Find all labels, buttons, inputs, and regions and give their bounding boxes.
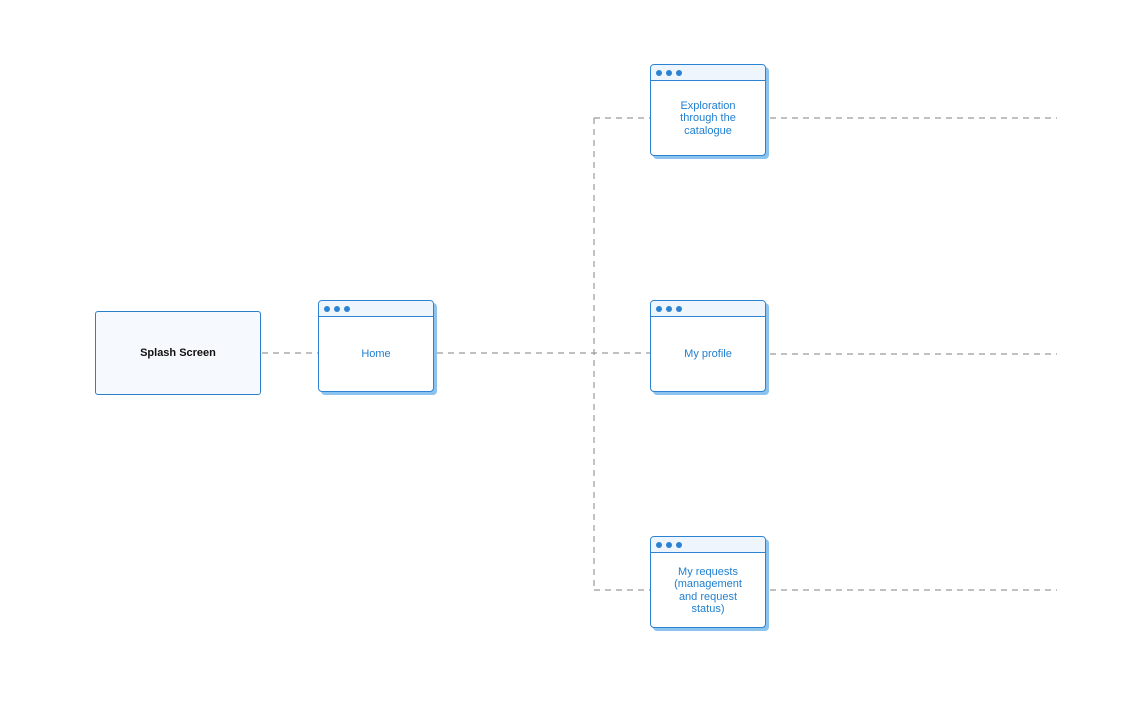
window-dot-icon (334, 305, 340, 312)
window-dot-icon (666, 69, 672, 76)
profile-screen-label: My profile (684, 348, 732, 361)
window-dot-icon (656, 305, 662, 312)
requests-screen-node: My requests (management and request stat… (650, 536, 766, 628)
window-dot-icon (676, 305, 682, 312)
window-titlebar (651, 537, 765, 553)
exploration-screen-node: Exploration through the catalogue (650, 64, 766, 156)
window-titlebar (651, 65, 765, 81)
exploration-screen-label: Exploration through the catalogue (680, 99, 736, 137)
window-titlebar (651, 301, 765, 317)
splash-screen-label: Splash Screen (140, 347, 216, 359)
home-screen-label: Home (361, 348, 391, 361)
window-dot-icon (676, 541, 682, 548)
window-dot-icon (656, 69, 662, 76)
window-dot-icon (666, 541, 672, 548)
splash-screen-node: Splash Screen (95, 311, 261, 395)
window-dot-icon (666, 305, 672, 312)
requests-screen-label: My requests (management and request stat… (674, 565, 742, 616)
window-dot-icon (676, 69, 682, 76)
window-dot-icon (324, 305, 330, 312)
profile-screen-node: My profile (650, 300, 766, 392)
window-titlebar (319, 301, 433, 317)
home-screen-node: Home (318, 300, 434, 392)
window-dot-icon (344, 305, 350, 312)
window-dot-icon (656, 541, 662, 548)
